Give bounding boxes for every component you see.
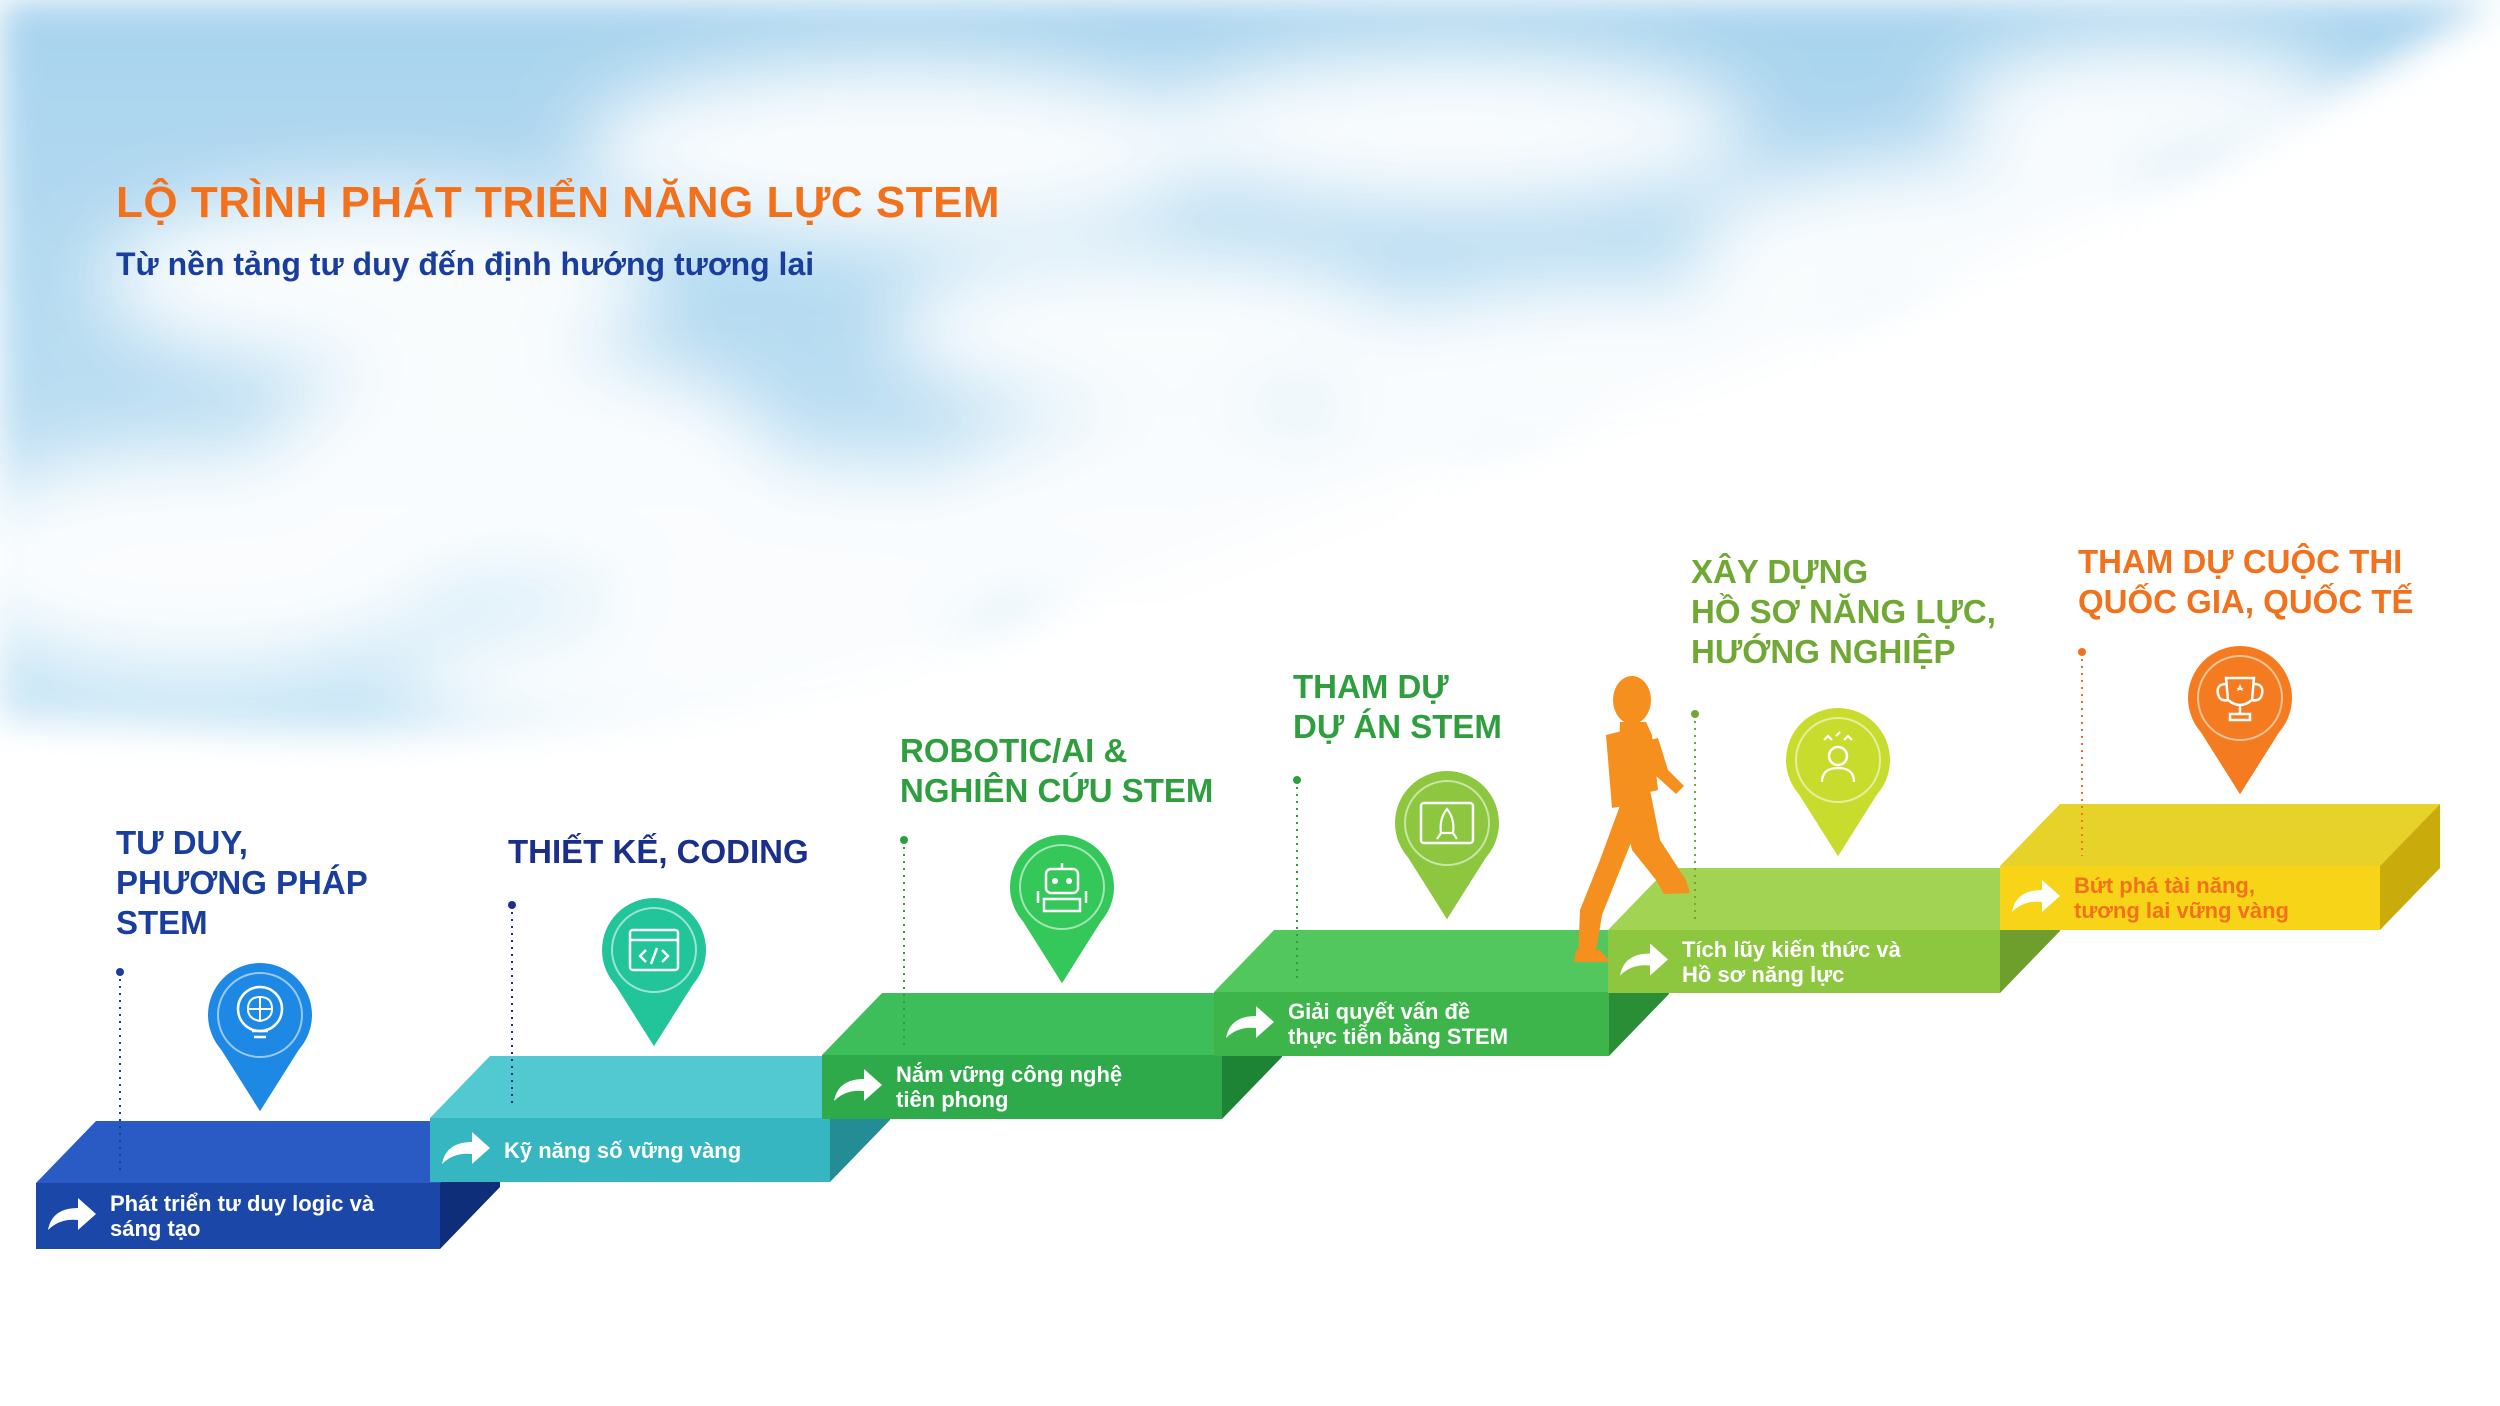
stage-step-1 <box>36 963 500 1249</box>
robot-icon <box>1036 863 1088 913</box>
curved-arrow-icon <box>1226 1006 1274 1038</box>
curved-arrow-icon <box>2012 880 2060 912</box>
step-top-face <box>2000 804 2440 866</box>
step-front-face <box>1608 930 2000 993</box>
curved-arrow-icon <box>48 1198 96 1230</box>
stage-step-5 <box>1608 708 2060 993</box>
step-front-face <box>2000 866 2380 930</box>
map-pin <box>1395 771 1499 920</box>
map-pin <box>602 898 706 1047</box>
stage-title-1: TƯ DUY, PHƯƠNG PHÁP STEM <box>116 824 368 941</box>
step-description-2: Kỹ năng số vững vàng <box>504 1137 742 1163</box>
stage-step-6 <box>2000 646 2440 930</box>
stage-title-2: THIẾT KẾ, CODING <box>508 833 809 870</box>
page-subtitle: Từ nền tảng tư duy đến định hướng tương … <box>116 246 815 282</box>
brain-icon <box>236 985 284 1039</box>
step-top-face <box>1214 930 1669 992</box>
step-side-face <box>2380 804 2440 930</box>
rocket-screen-icon <box>1419 801 1475 845</box>
step-description-5: Tích lũy kiến thức và Hồ sơ năng lực <box>1682 936 1901 987</box>
curved-arrow-icon <box>1620 943 1668 976</box>
step-description-1: Phát triển tư duy logic và sáng tạo <box>110 1191 375 1241</box>
runner-figure <box>1574 676 1690 962</box>
map-pin <box>1010 835 1114 984</box>
code-window-icon <box>628 928 680 972</box>
step-top-face <box>1608 868 2060 930</box>
curved-arrow-icon <box>442 1132 490 1164</box>
step-front-face <box>36 1183 440 1249</box>
stage-title-4: THAM DỰ DỰ ÁN STEM <box>1293 668 1502 745</box>
step-top-face <box>822 993 1282 1055</box>
achiever-icon <box>1820 731 1856 783</box>
stage-title-3: ROBOTIC/AI & NGHIÊN CỨU STEM <box>900 732 1214 809</box>
stage-step-4 <box>1214 771 1669 1056</box>
step-front-face <box>822 1055 1222 1119</box>
step-description-3: Nắm vững công nghệ tiên phong <box>896 1062 1123 1112</box>
map-pin <box>1786 708 1890 857</box>
map-pin <box>208 963 312 1112</box>
stage-step-3 <box>822 835 1282 1119</box>
step-top-face <box>430 1056 890 1118</box>
stage-title-6: THAM DỰ CUỘC THI QUỐC GIA, QUỐC TẾ <box>2078 543 2414 620</box>
step-front-face <box>1214 992 1609 1056</box>
page-title: LỘ TRÌNH PHÁT TRIỂN NĂNG LỰC STEM <box>116 178 1001 227</box>
step-top-face <box>36 1121 500 1183</box>
trophy-icon <box>2216 676 2264 722</box>
clouds <box>0 40 2350 750</box>
curved-arrow-icon <box>834 1069 882 1101</box>
stage-step-2 <box>430 898 890 1182</box>
step-description-6: Bứt phá tài năng, tương lai vững vàng <box>2074 873 2289 923</box>
step-description-4: Giải quyết vấn đề thực tiễn bằng STEM <box>1288 999 1509 1049</box>
map-pin <box>2188 646 2292 795</box>
step-front-face <box>430 1118 830 1182</box>
stage-title-5: XÂY DỰNG HỒ SƠ NĂNG LỰC, HƯỚNG NGHIỆP <box>1691 553 1996 670</box>
